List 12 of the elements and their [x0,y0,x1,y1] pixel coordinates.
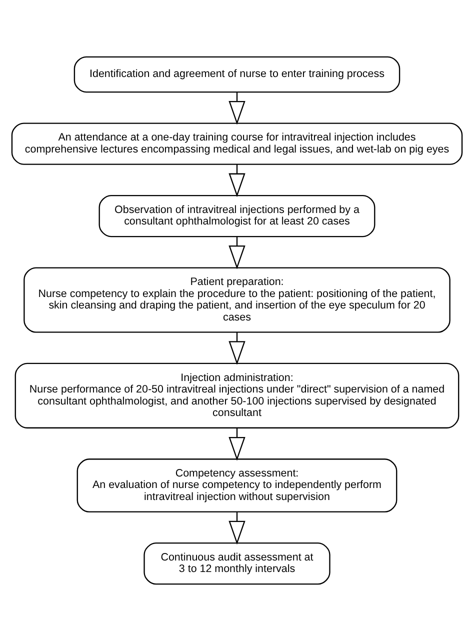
node-box: An attendance at a one-day training course for intravitreal injection includes comprehensive lectures encompassing medical and legal issues, and wet-lab on pig eyes [11,122,463,165]
node-box: Injection administration: Nurse performance of 20-50 intravitreal injections under "direct" supervision of a named consultant ophthalmologist, and another 50-100 injections supervised by designated consultant [14,362,460,428]
node-box: Patient preparation: Nurse competency to explain the procedure to the patient: positioning of the patient, skin cleansing and draping the patient, and insertion of the eye speculum for 20 cases [24,267,450,333]
node-box: Identification and agreement of nurse to enter training process [74,56,400,93]
arrow [228,428,246,461]
arrow [228,236,246,270]
arrow [228,92,246,125]
arrow [228,332,246,365]
node-box: Competency assessment: An evaluation of nurse competency to independently perform intravitreal injection without supervision [76,458,398,512]
node-box: Continuous audit assessment at 3 to 12 monthly intervals [144,542,330,585]
arrow [228,164,246,198]
node-box: Observation of intravitreal injections performed by a consultant ophthalmologist for at least 20 cases [98,194,376,238]
